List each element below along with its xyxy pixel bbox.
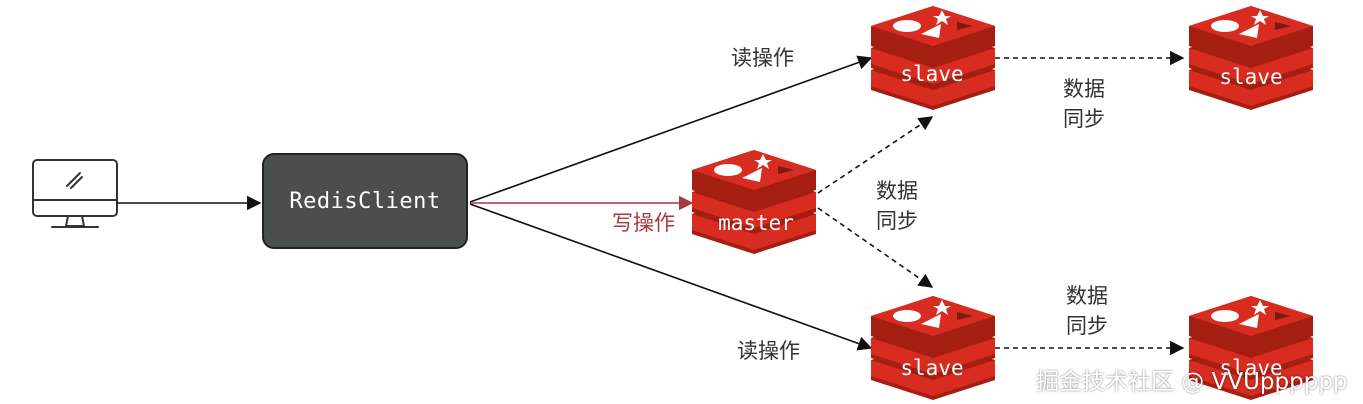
- computer-monitor-icon: [32, 159, 118, 228]
- sync-bottom-line1: 数据: [1066, 284, 1108, 308]
- sync-center-label: 数据 同步: [876, 176, 918, 236]
- slave-top-right-label: slave: [1219, 65, 1283, 89]
- sync-center-line1: 数据: [876, 179, 918, 203]
- sync-bottom-line2: 同步: [1066, 314, 1108, 338]
- write-label: 写操作: [612, 211, 675, 235]
- redis-client-box: RedisClient: [262, 153, 468, 249]
- sync-top-line2: 同步: [1063, 107, 1105, 131]
- sync-top-label: 数据 同步: [1063, 74, 1105, 134]
- slave-node-top-right: [1189, 6, 1313, 110]
- edge-read-bottom: [469, 203, 873, 351]
- slave-bottom-right-label: slave: [1219, 356, 1283, 380]
- read-top-label: 读操作: [731, 46, 794, 70]
- slave-node-top: [871, 6, 995, 110]
- read-bottom-label: 读操作: [737, 339, 800, 363]
- redis-client-label: RedisClient: [289, 188, 441, 214]
- slave-top-label: slave: [900, 62, 964, 86]
- watermark-text: 掘金技术社区 @ VVUpppppp: [1036, 369, 1348, 395]
- sync-center-line2: 同步: [876, 209, 918, 233]
- sync-top-line1: 数据: [1063, 77, 1105, 101]
- edge-read-top: [469, 55, 873, 203]
- slave-bottom-label: slave: [900, 356, 964, 380]
- sync-bottom-label: 数据 同步: [1066, 281, 1108, 341]
- master-label: master: [718, 211, 794, 235]
- master-node: [692, 150, 816, 254]
- edge-sync-master-top: [817, 116, 934, 194]
- slave-node-bottom: [871, 296, 995, 400]
